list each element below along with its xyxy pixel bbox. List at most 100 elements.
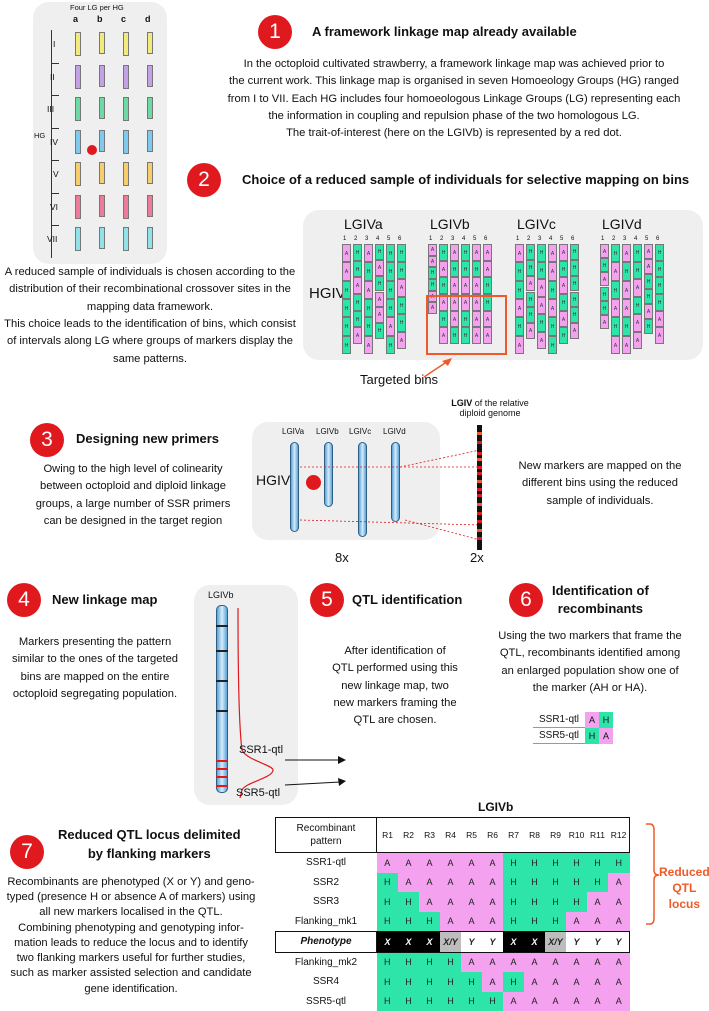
- final-cell: H: [377, 912, 399, 932]
- final-cell: A: [503, 952, 524, 972]
- final-cell: A: [419, 892, 440, 912]
- new-map-marker: [216, 768, 228, 770]
- final-cell: H: [419, 972, 440, 992]
- qtl-curve: [228, 600, 288, 800]
- final-marker-name: Flanking_mk2: [276, 952, 377, 972]
- final-cell: H: [377, 992, 399, 1011]
- final-cell: H: [545, 912, 566, 932]
- final-cell: A: [566, 972, 587, 992]
- final-cell: A: [377, 853, 399, 873]
- final-cell: A: [608, 992, 630, 1011]
- final-cell: A: [398, 873, 419, 893]
- final-cell: H: [545, 873, 566, 893]
- final-cell: H: [440, 972, 461, 992]
- final-cell: H: [398, 992, 419, 1011]
- final-cell: A: [419, 873, 440, 893]
- new-map-marker: [216, 680, 228, 682]
- new-map-marker: [216, 760, 228, 762]
- final-cell: H: [503, 853, 524, 873]
- final-cell: H: [524, 892, 545, 912]
- recomb-cell: H: [585, 728, 599, 744]
- final-cell: A: [524, 952, 545, 972]
- final-cell: A: [587, 912, 608, 932]
- final-col-header: R2: [398, 818, 419, 853]
- diploid-marker: [477, 452, 482, 455]
- new-map-marker: [216, 785, 228, 787]
- final-cell: H: [503, 892, 524, 912]
- final-cell: H: [461, 972, 482, 992]
- final-cell: H: [440, 992, 461, 1011]
- final-cell: H: [587, 853, 608, 873]
- final-col-header: R10: [566, 818, 587, 853]
- diploid-marker: [477, 432, 482, 435]
- diploid-marker: [477, 494, 482, 497]
- final-cell: A: [608, 972, 630, 992]
- diploid-marker: [477, 480, 482, 483]
- diploid-marker: [477, 503, 482, 506]
- diploid-marker: [477, 512, 482, 515]
- final-cell: A: [461, 892, 482, 912]
- final-cell: H: [524, 873, 545, 893]
- final-cell: H: [545, 892, 566, 912]
- final-cell: X/Y: [440, 932, 461, 953]
- final-cell: H: [398, 972, 419, 992]
- final-cell: A: [482, 892, 503, 912]
- final-cell: A: [461, 873, 482, 893]
- recomb-cell: A: [599, 728, 613, 744]
- final-col-header: R5: [461, 818, 482, 853]
- step-6-number: 6: [509, 583, 543, 617]
- new-map-marker: [216, 650, 228, 652]
- final-cell: H: [524, 912, 545, 932]
- final-col-header: R9: [545, 818, 566, 853]
- diploid-marker: [477, 472, 482, 475]
- final-cell: A: [587, 992, 608, 1011]
- final-cell: H: [566, 853, 587, 873]
- final-cell: X: [419, 932, 440, 953]
- final-col-header: R11: [587, 818, 608, 853]
- recomb-marker-name: SSR5-qtl: [533, 728, 585, 744]
- recomb-cell: A: [585, 712, 599, 728]
- final-cell: H: [503, 912, 524, 932]
- final-cell: A: [440, 912, 461, 932]
- final-col-header: R7: [503, 818, 524, 853]
- final-cell: H: [608, 853, 630, 873]
- final-cell: H: [524, 853, 545, 873]
- final-cell: A: [461, 912, 482, 932]
- final-cell: A: [566, 912, 587, 932]
- final-marker-name: SSR2: [276, 873, 377, 893]
- final-cell: H: [377, 952, 399, 972]
- final-cell: A: [608, 952, 630, 972]
- final-cell: H: [398, 892, 419, 912]
- diploid-marker: [477, 466, 482, 469]
- final-cell: A: [503, 992, 524, 1011]
- step-7-body: Recombinants are phenotyped (X or Y) and…: [0, 875, 262, 997]
- recomb-cell: H: [599, 712, 613, 728]
- final-cell: A: [545, 972, 566, 992]
- final-cell: H: [545, 853, 566, 873]
- final-marker-name: Flanking_mk1: [276, 912, 377, 932]
- final-cell: A: [545, 952, 566, 972]
- final-cell: A: [440, 873, 461, 893]
- diploid-2x-label: 2x: [470, 550, 484, 565]
- final-cell: H: [587, 873, 608, 893]
- final-cell: Y: [608, 932, 630, 953]
- new-map-marker: [216, 776, 228, 778]
- final-cell: H: [566, 873, 587, 893]
- final-cell: H: [419, 952, 440, 972]
- final-cell: A: [587, 972, 608, 992]
- final-col-header: R1: [377, 818, 399, 853]
- final-cell: A: [461, 853, 482, 873]
